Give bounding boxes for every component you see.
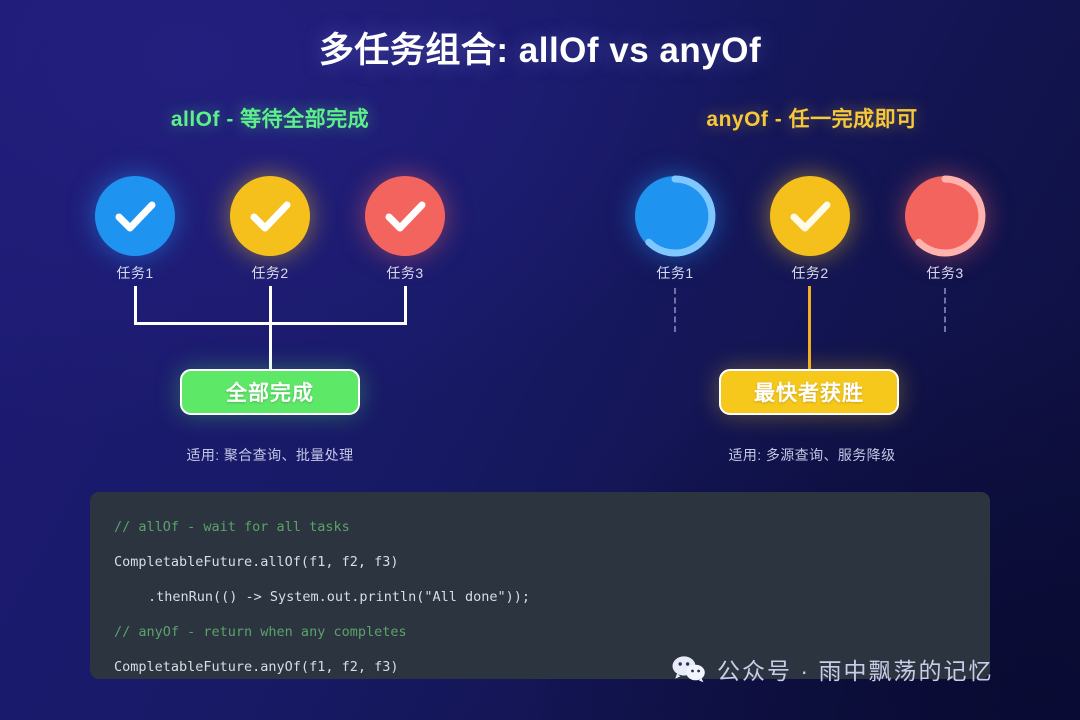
task-status-circle: [905, 175, 986, 257]
code-line: .thenRun(() -> System.out.println("All d…: [148, 589, 531, 605]
allof-task-3[interactable]: 任务3: [362, 176, 448, 283]
anyof-connector-winner: [808, 286, 811, 372]
allof-task-1[interactable]: 任务1: [92, 176, 178, 283]
anyof-connector-task3-dashed: [944, 288, 946, 332]
task-status-circle: [365, 176, 445, 256]
task-status-circle: [635, 175, 716, 257]
allof-task-2[interactable]: 任务2: [227, 176, 313, 283]
footer-brand: 公众号 · 雨中飘荡的记忆: [672, 652, 993, 686]
check-icon: [230, 176, 310, 256]
allof-result-badge: 全部完成: [180, 369, 360, 415]
code-snippet-block: // allOf - wait for all tasks Completabl…: [90, 492, 990, 679]
task-label: 任务1: [116, 265, 154, 281]
task-label: 任务1: [656, 265, 694, 281]
allof-connector-to-result: [269, 322, 272, 370]
allof-connector-task2: [269, 286, 272, 324]
anyof-result-badge: 最快者获胜: [719, 369, 899, 415]
task-label: 任务3: [386, 265, 424, 281]
brand-text: 公众号 · 雨中飘荡的记忆: [717, 658, 994, 684]
anyof-task-3[interactable]: 任务3: [902, 175, 988, 283]
allof-connector-task1: [134, 286, 137, 324]
page-title: 多任务组合: allOf vs anyOf: [318, 31, 762, 70]
allof-caption: 适用: 聚合查询、批量处理: [186, 447, 354, 463]
code-line: // anyOf - return when any completes: [114, 624, 407, 640]
allof-column-heading: allOf - 等待全部完成: [170, 108, 370, 131]
task-label: 任务2: [791, 265, 829, 281]
wechat-icon: [672, 655, 706, 683]
anyof-caption: 适用: 多源查询、服务降级: [728, 447, 896, 463]
code-line: CompletableFuture.anyOf(f1, f2, f3): [114, 659, 399, 675]
task-label: 任务3: [926, 265, 964, 281]
task-status-circle: [95, 176, 175, 256]
anyof-column-heading: anyOf - 任一完成即可: [706, 108, 918, 131]
code-line: CompletableFuture.allOf(f1, f2, f3): [114, 554, 399, 570]
spinner-icon: [631, 172, 719, 260]
check-icon: [95, 176, 175, 256]
task-status-circle: [230, 176, 310, 256]
spinner-icon: [901, 172, 989, 260]
check-icon: [365, 176, 445, 256]
anyof-task-2[interactable]: 任务2: [767, 176, 853, 283]
task-status-circle: [770, 176, 850, 256]
allof-connector-task3: [404, 286, 407, 324]
check-icon: [770, 176, 850, 256]
anyof-connector-task1-dashed: [674, 288, 676, 332]
task-label: 任务2: [251, 265, 289, 281]
code-line: // allOf - wait for all tasks: [114, 519, 350, 535]
anyof-task-1[interactable]: 任务1: [632, 175, 718, 283]
